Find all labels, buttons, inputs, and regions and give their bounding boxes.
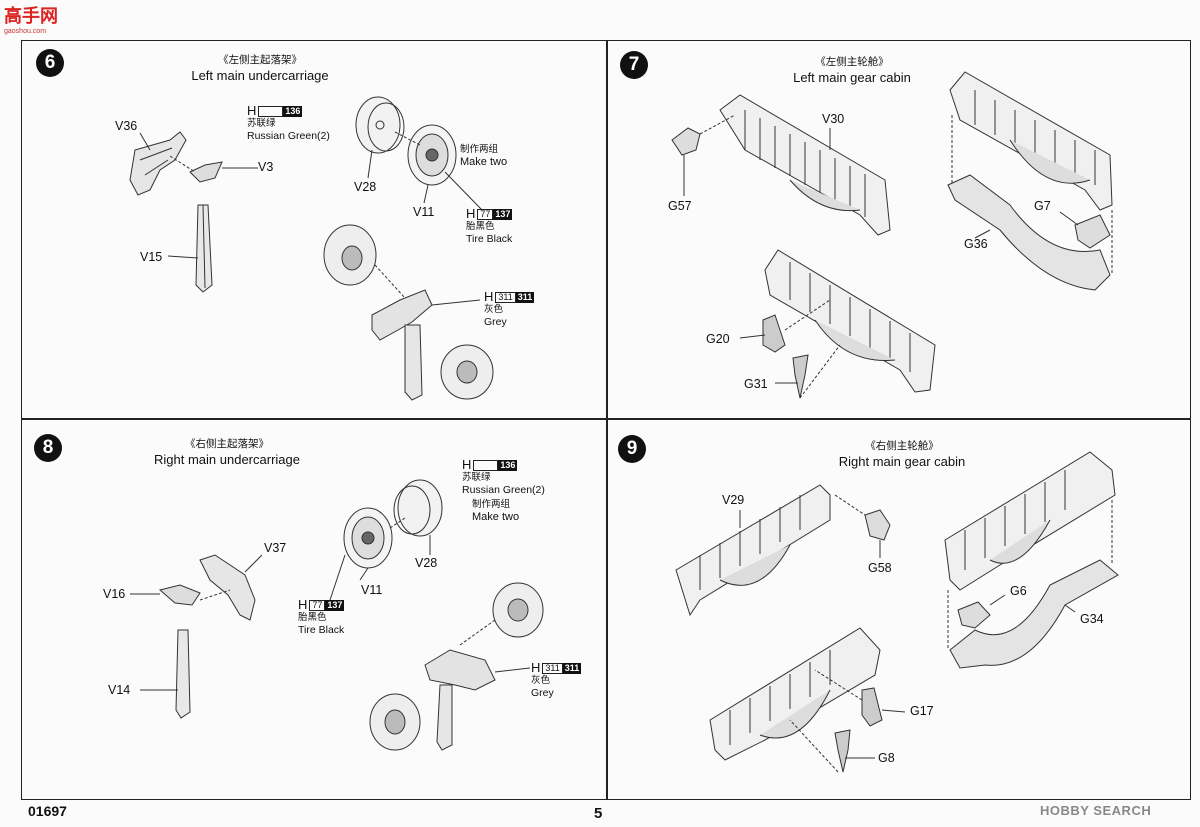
step6-drawing: [129, 96, 494, 401]
watermark: HOBBY SEARCH: [1040, 803, 1152, 818]
make-two-en: Make two: [472, 511, 520, 523]
page-number: 5: [594, 805, 603, 822]
make-two-en: Make two: [460, 156, 508, 168]
part-label: V28: [354, 180, 377, 194]
step-6-title: 《左侧主起落架》 Left main undercarriage: [170, 53, 350, 83]
logo-url: gaoshou.com: [4, 28, 47, 35]
make-two-note-8: 制作两组 Make two: [472, 499, 519, 523]
paint-swatch: [258, 105, 284, 117]
catalog-number: 01697: [28, 803, 67, 819]
part-label: G6: [1010, 584, 1027, 598]
part-label: G8: [878, 751, 895, 765]
make-two-note-6: 制作两组 Make two: [460, 144, 507, 168]
step-8-number: 8: [34, 434, 62, 462]
step-6-title-en: Left main undercarriage: [191, 68, 329, 83]
part-label: V3: [258, 160, 274, 174]
step-9-title-cn: 《右侧主轮舱》: [865, 440, 939, 452]
part-label: V11: [361, 583, 383, 597]
paint-h: H: [531, 660, 541, 675]
part-label: V30: [822, 112, 845, 126]
step-7-title: 《左侧主轮舱》 Left main gear cabin: [762, 55, 942, 85]
paint-code-b: 137: [325, 599, 345, 611]
step-7-number: 7: [620, 51, 648, 79]
paint-cn: 灰色: [531, 675, 551, 686]
paint-h: H: [466, 206, 476, 221]
panel-divider-vertical: [606, 40, 608, 800]
paint-code-b: 137: [493, 208, 513, 220]
paint-cn: 苏联绿: [462, 472, 491, 483]
step-8-title-en: Right main undercarriage: [154, 452, 300, 467]
site-logo: 高手网 gaoshou.com: [4, 2, 58, 35]
paint-h: H: [247, 103, 257, 118]
part-label: V15: [140, 250, 163, 264]
step9-drawing: [675, 451, 1119, 773]
paint-code-a: 77: [309, 599, 326, 611]
step-9-title-en: Right main gear cabin: [838, 454, 966, 469]
paint-en: Grey: [531, 687, 554, 699]
part-label: V37: [264, 541, 287, 555]
make-two-cn: 制作两组: [472, 499, 511, 510]
part-label: V16: [103, 587, 126, 601]
paint-code-a: 311: [542, 662, 563, 674]
logo-text: 高手网: [4, 6, 58, 27]
paint-cn: 苏联绿: [247, 118, 276, 129]
paint-cn: 胎黑色: [466, 221, 495, 232]
paint-cn: 灰色: [484, 304, 504, 315]
paint-en: Grey: [484, 316, 507, 328]
step-7-title-cn: 《左侧主轮舱》: [815, 56, 889, 68]
paint-code: 136: [283, 105, 303, 117]
step8-drawing: [130, 479, 544, 751]
paint-h: H: [484, 289, 494, 304]
part-label: V36: [115, 119, 138, 133]
part-label: G58: [868, 561, 892, 575]
paint-h: H: [462, 457, 472, 472]
paint-code-a: 311: [495, 291, 516, 303]
make-two-cn: 制作两组: [460, 144, 499, 155]
paint-code-b: 311: [562, 662, 582, 674]
part-label: V11: [413, 205, 435, 219]
step-8-title-cn: 《右侧主起落架》: [185, 438, 269, 450]
paint-en: Russian Green(2): [247, 130, 330, 142]
part-label: G36: [964, 237, 988, 251]
step-6-number: 6: [36, 49, 64, 77]
part-label: V29: [722, 493, 745, 507]
step-9-title: 《右侧主轮舱》 Right main gear cabin: [812, 439, 992, 469]
part-label: V28: [415, 556, 438, 570]
paint-code-b: 311: [515, 291, 535, 303]
part-label: G7: [1034, 199, 1051, 213]
paint-en: Tire Black: [466, 233, 513, 245]
part-label: G31: [744, 377, 768, 391]
part-label: G34: [1080, 612, 1104, 626]
paint-h: H: [298, 597, 308, 612]
part-label: G20: [706, 332, 730, 346]
part-label: G57: [668, 199, 692, 213]
paint-code-a: 77: [477, 208, 494, 220]
part-label: G17: [910, 704, 934, 718]
paint-en: Tire Black: [298, 624, 345, 636]
step-9-number: 9: [618, 435, 646, 463]
step-7-title-en: Left main gear cabin: [793, 70, 911, 85]
paint-russian-green-8: H 136 苏联绿 Russian Green(2): [462, 458, 545, 496]
panel-divider-horizontal: [21, 418, 1191, 420]
paint-code: 136: [498, 459, 518, 471]
step-6-title-cn: 《左侧主起落架》: [218, 54, 302, 66]
paint-cn: 胎黑色: [298, 612, 327, 623]
paint-swatch: [473, 459, 499, 471]
paint-en: Russian Green(2): [462, 484, 545, 496]
step7-drawing: [671, 71, 1113, 399]
part-label: V14: [108, 683, 131, 697]
paint-russian-green-6: H 136 苏联绿 Russian Green(2): [247, 104, 330, 142]
step-8-title: 《右侧主起落架》 Right main undercarriage: [137, 437, 317, 467]
